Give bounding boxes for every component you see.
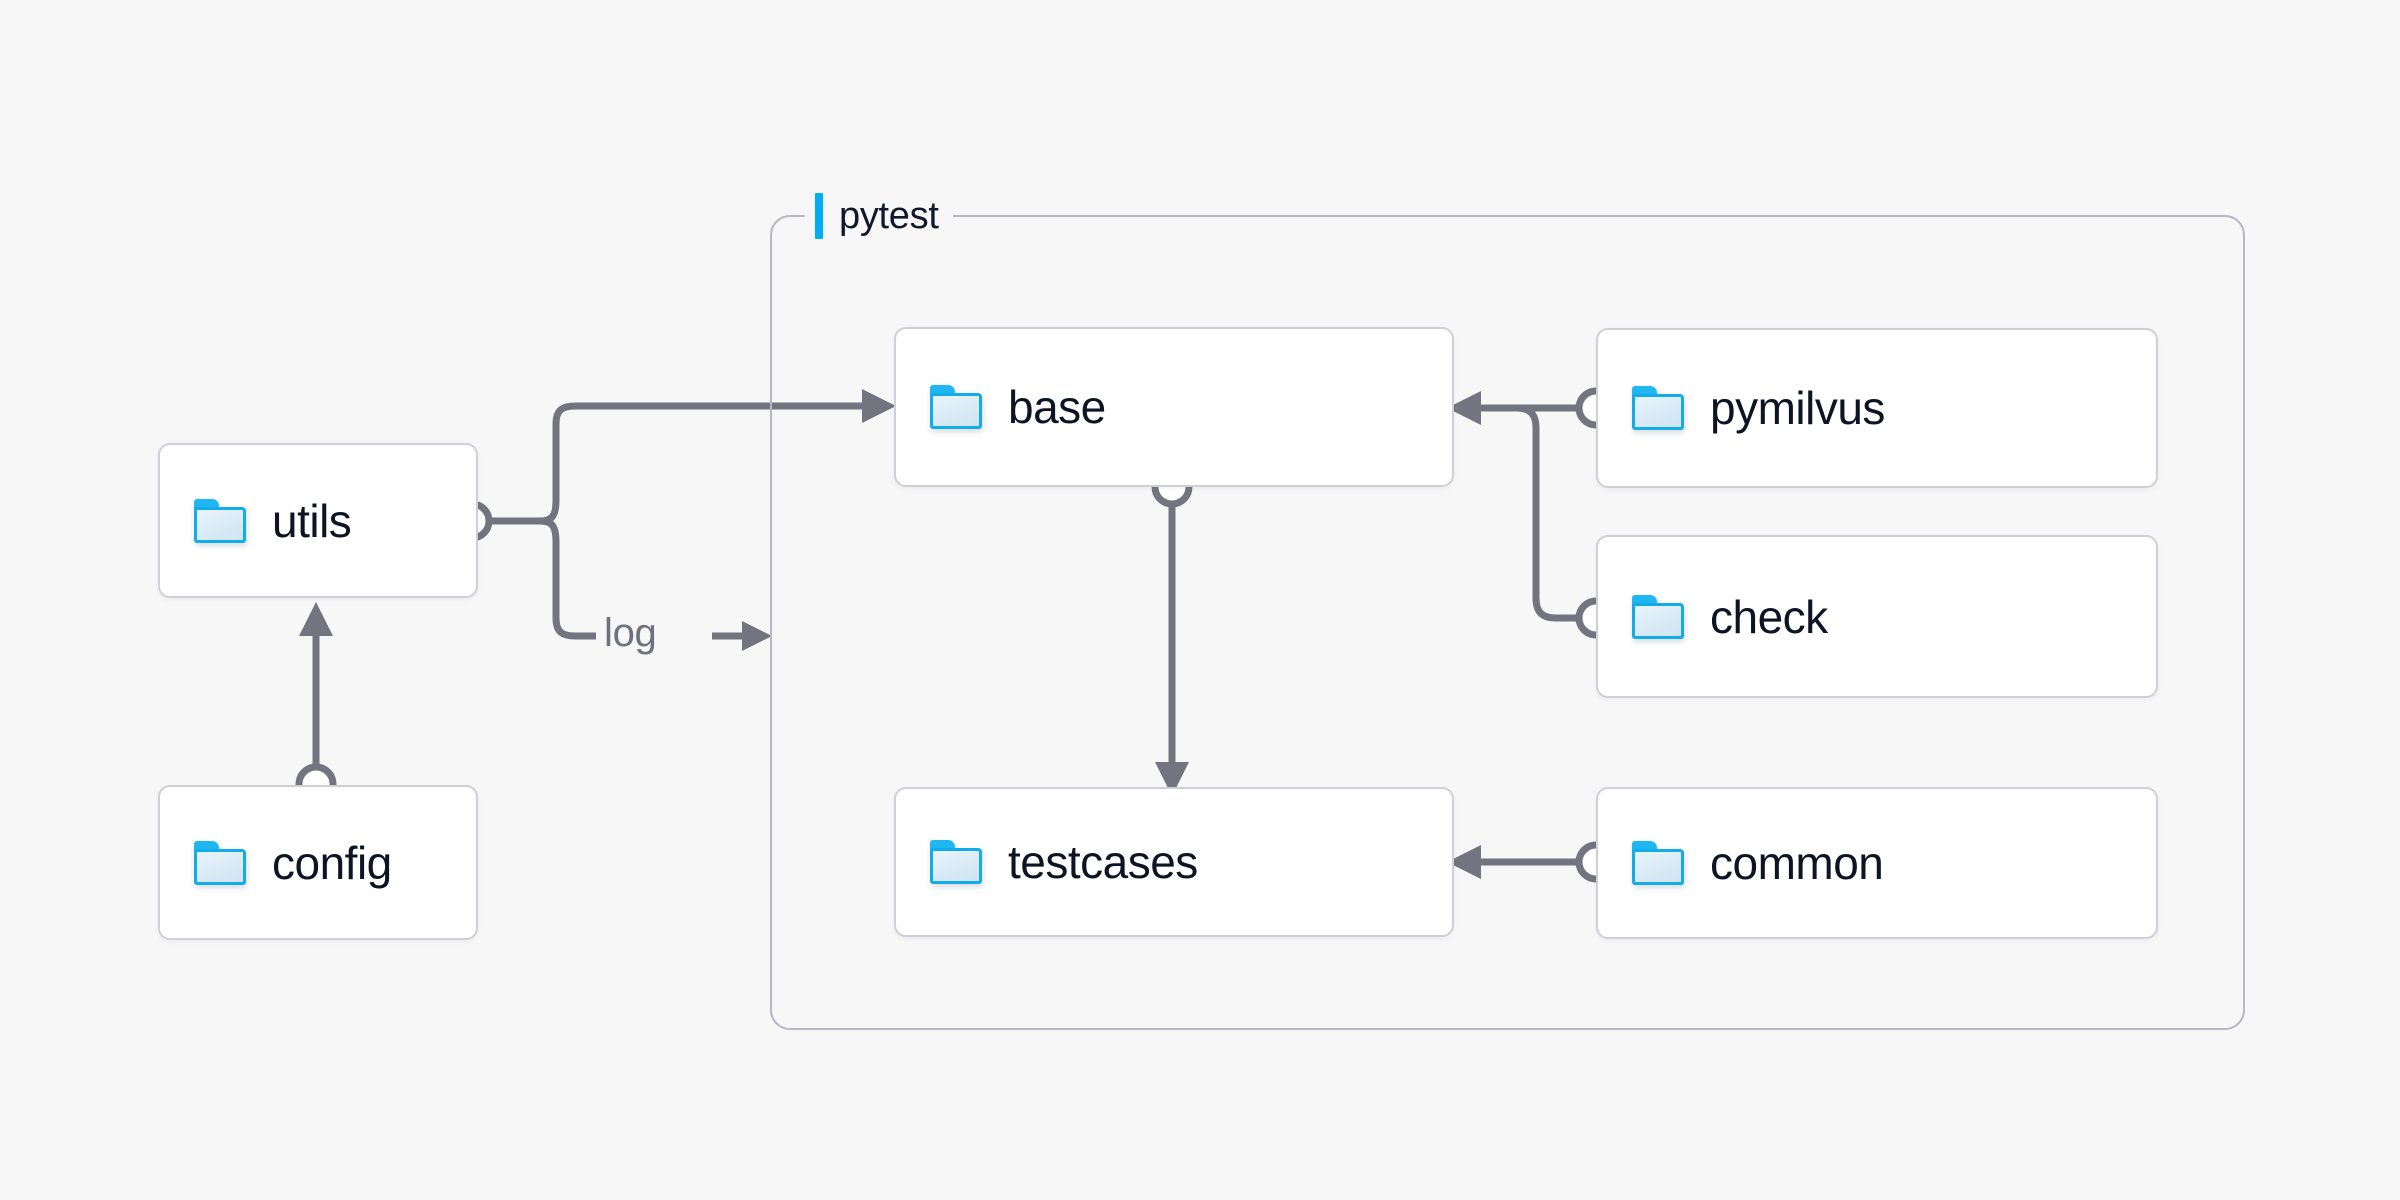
node-config-label: config — [272, 836, 392, 889]
node-testcases-label: testcases — [1008, 836, 1198, 888]
folder-icon — [930, 385, 982, 429]
node-utils-label: utils — [272, 494, 352, 547]
node-check[interactable]: check — [1596, 535, 2158, 698]
folder-icon — [194, 498, 246, 543]
node-base-content: base — [896, 384, 1106, 430]
node-pymilvus[interactable]: pymilvus — [1596, 328, 2158, 488]
node-testcases-content: testcases — [896, 839, 1198, 885]
group-pytest-label-text: pytest — [839, 194, 939, 237]
node-pymilvus-label: pymilvus — [1710, 382, 1885, 434]
arrowhead-into-utils — [299, 602, 333, 636]
group-pytest — [770, 215, 2245, 1030]
group-pytest-label: pytest — [805, 190, 953, 242]
folder-icon — [194, 840, 246, 885]
node-utils[interactable]: utils — [158, 443, 478, 598]
node-common-label: common — [1710, 837, 1884, 889]
edge-label-log: log — [604, 611, 657, 655]
group-accent-bar — [815, 193, 823, 239]
node-pymilvus-content: pymilvus — [1598, 385, 1885, 431]
node-base-label: base — [1008, 381, 1106, 433]
node-check-label: check — [1710, 590, 1828, 643]
node-config-content: config — [160, 840, 392, 886]
node-common-content: common — [1598, 837, 1884, 889]
folder-icon — [930, 840, 982, 884]
edge-utils-to-log — [539, 517, 596, 640]
node-utils-content: utils — [160, 494, 352, 547]
node-testcases[interactable]: testcases — [894, 787, 1454, 937]
folder-icon — [1632, 386, 1684, 430]
node-check-content: check — [1598, 594, 1828, 640]
node-base[interactable]: base — [894, 327, 1454, 487]
folder-icon — [1632, 841, 1684, 885]
node-config[interactable]: config — [158, 785, 478, 940]
folder-icon — [1632, 594, 1684, 639]
node-common[interactable]: common — [1596, 787, 2158, 939]
arrowhead-log — [742, 621, 772, 651]
